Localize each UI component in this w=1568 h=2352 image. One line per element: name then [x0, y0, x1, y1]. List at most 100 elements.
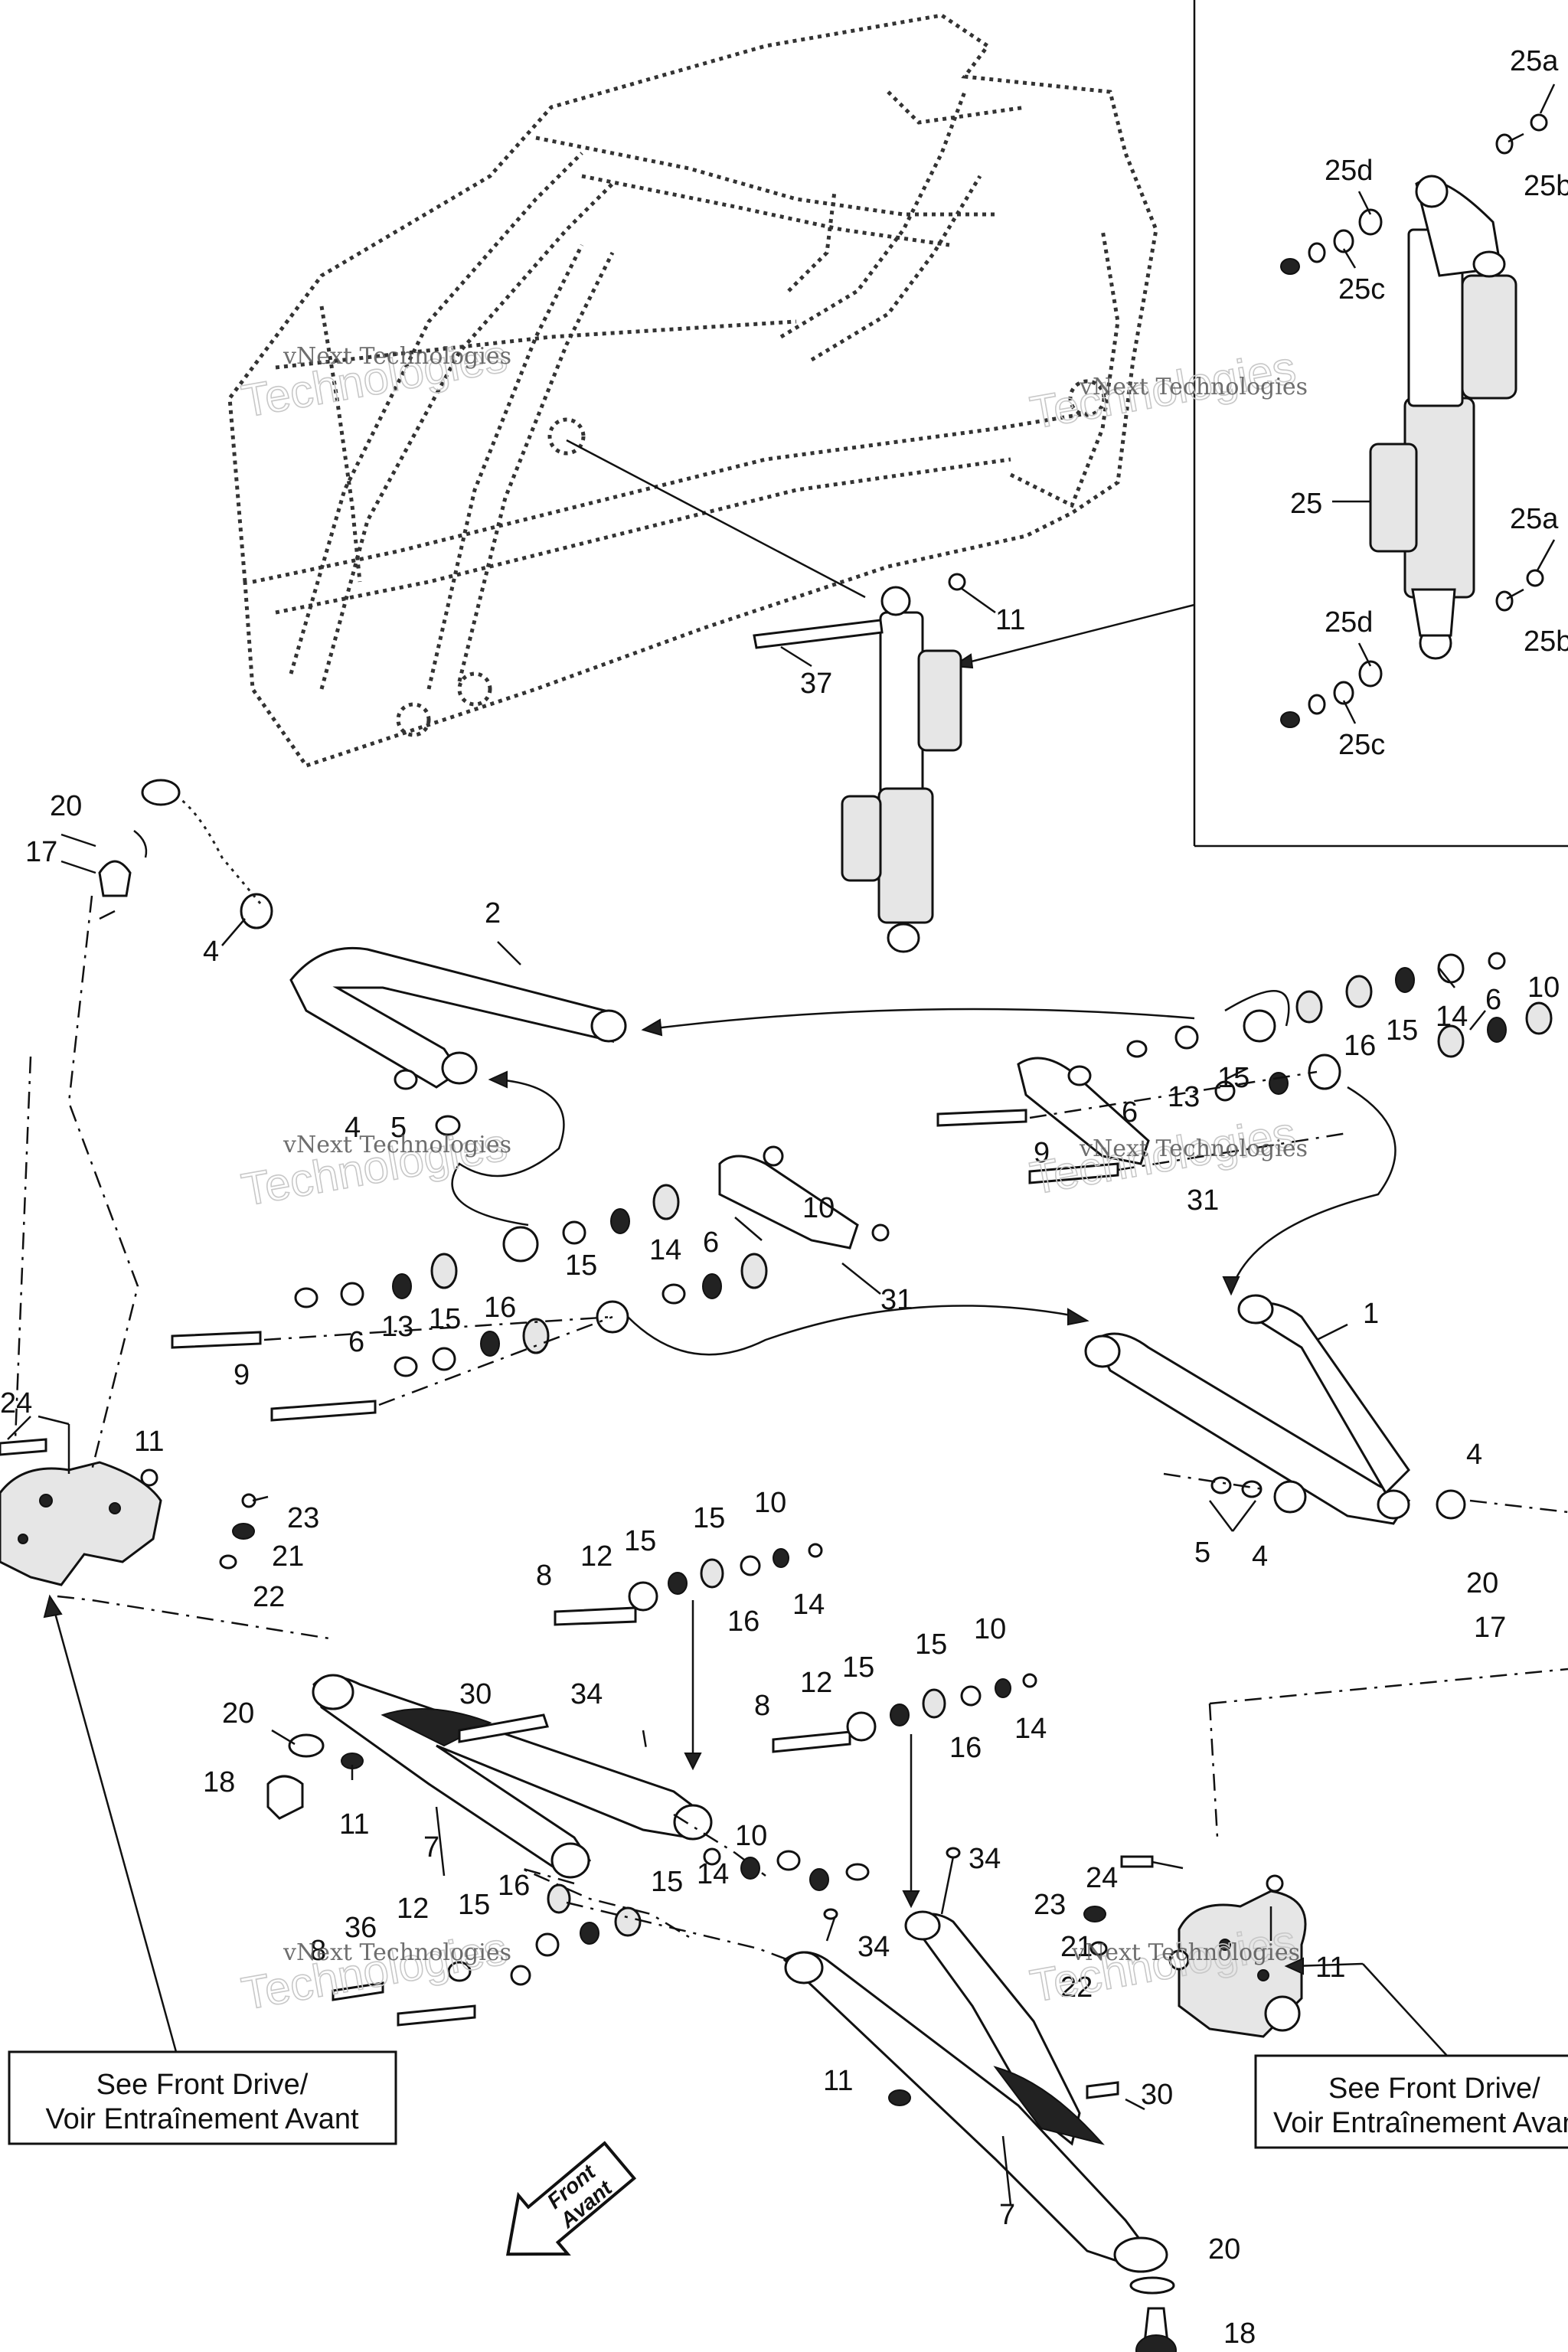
callout-label: 12	[800, 1667, 832, 1699]
callout-label: 6	[703, 1227, 719, 1259]
callout-label: 25c	[1338, 273, 1385, 305]
lower-right-arm	[782, 1847, 1177, 2352]
callout-label: 13	[1168, 1081, 1200, 1113]
callout-label: 22	[253, 1581, 285, 1613]
callout-label: 25b	[1524, 170, 1568, 202]
callout-label: 23	[287, 1502, 319, 1534]
callout-label: 25a	[1510, 503, 1559, 535]
callout-labels: 25a 25b 25d 25c 25 25a 25b 25d 25c 11 37…	[0, 45, 1568, 2350]
callout-label: 15	[1386, 1014, 1418, 1047]
callout-label: 16	[1344, 1030, 1376, 1062]
shock-absorber-detail	[1369, 175, 1517, 660]
shock-detail-box	[950, 0, 1568, 848]
callout-label: 2	[485, 897, 501, 929]
callout-label: 6	[1122, 1096, 1138, 1129]
callout-label: 10	[802, 1192, 835, 1224]
callout-label: 10	[974, 1613, 1006, 1645]
callout-label: 10	[754, 1487, 786, 1519]
callout-label: 20	[1208, 2233, 1240, 2265]
callout-label: 15	[458, 1889, 490, 1921]
callout-label: 31	[880, 1284, 913, 1316]
front-direction-arrow: Front Avant	[506, 2141, 637, 2256]
callout-label: 25c	[1338, 729, 1385, 761]
callout-label: 11	[823, 2065, 853, 2097]
shock-absorber	[753, 573, 996, 953]
callout-label: 10	[1527, 972, 1560, 1004]
callout-label: 14	[1014, 1713, 1047, 1745]
callout-label: 15	[693, 1502, 725, 1534]
callout-label: 31	[1187, 1184, 1219, 1217]
callout-label: 11	[339, 1808, 369, 1841]
mid-left-hardware	[171, 1145, 1089, 1422]
callout-label: 12	[397, 1893, 429, 1925]
callout-label: 4	[203, 936, 219, 968]
callout-label: 6	[348, 1326, 364, 1358]
callout-label: 15	[915, 1628, 947, 1661]
callout-label: 25	[1290, 488, 1322, 520]
callout-label: 7	[999, 2199, 1015, 2231]
callout-label: 4	[345, 1112, 361, 1144]
watermark-text: vNext Technologies	[1079, 374, 1308, 400]
callout-label: 34	[858, 1931, 890, 1963]
vehicle-frame	[227, 13, 1158, 768]
callout-label: 37	[800, 668, 832, 700]
watermark-text: vNext Technologies	[1079, 1135, 1308, 1162]
callout-label: 25b	[1524, 626, 1568, 658]
callout-label: 16	[949, 1732, 982, 1764]
callout-label: 11	[1315, 1952, 1345, 1984]
left-knuckle	[0, 1415, 330, 1640]
callout-label: 15	[429, 1303, 461, 1335]
lower-left-arm	[266, 1600, 766, 1939]
right-knuckle	[1083, 1668, 1568, 2038]
left-ball-joint	[14, 895, 139, 1471]
lower-left-hardware	[554, 1543, 1037, 1909]
callout-label: 15	[624, 1525, 656, 1557]
callout-label: 20	[222, 1697, 254, 1730]
callout-label: 34	[969, 1843, 1001, 1875]
callout-label: 36	[345, 1912, 377, 1944]
callout-label: 25d	[1325, 606, 1373, 639]
right-bracket-hardware	[936, 952, 1553, 1296]
callout-label: 25a	[1510, 45, 1559, 77]
callout-label: 4	[1466, 1439, 1482, 1471]
callout-label: 17	[1474, 1612, 1506, 1644]
callout-label: 8	[754, 1690, 770, 1722]
watermark-text: vNext Technologies	[283, 1132, 511, 1158]
callout-label: 24	[1086, 1862, 1118, 1894]
see-front-drive-box-right[interactable]: See Front Drive/ Voir Entraînement Avant	[1254, 1957, 1568, 2149]
box-line-1: See Front Drive/	[96, 2069, 309, 2101]
callout-label: 21	[1060, 1931, 1093, 1963]
callout-label: 23	[1034, 1889, 1066, 1921]
callout-label: 9	[234, 1359, 250, 1391]
callout-label: 17	[25, 836, 57, 868]
callout-label: 14	[649, 1234, 681, 1266]
box-line-2: Voir Entraînement Avant	[1273, 2107, 1568, 2139]
callout-label: 20	[50, 790, 82, 822]
callout-label: 30	[1141, 2079, 1173, 2111]
callout-label: 10	[735, 1820, 767, 1852]
shock-top-hardware	[1280, 113, 1548, 275]
callout-label: 14	[697, 1858, 729, 1890]
callout-label: 8	[310, 1935, 326, 1967]
callout-label: 30	[459, 1678, 492, 1710]
callout-label: 16	[484, 1292, 516, 1324]
callout-label: 14	[1436, 1001, 1468, 1033]
callout-label: 15	[565, 1250, 597, 1282]
watermark-text: vNext Technologies	[283, 1939, 511, 1966]
callout-label: 4	[1252, 1540, 1268, 1573]
callout-label: 15	[842, 1651, 874, 1684]
callout-label: 1	[1363, 1298, 1379, 1330]
callout-label: 11	[134, 1426, 164, 1458]
callout-label: 6	[1485, 984, 1501, 1016]
callout-label: 14	[792, 1589, 825, 1621]
callout-label: 5	[1194, 1537, 1210, 1569]
shock-bottom-hardware	[1280, 569, 1544, 728]
lower-right-hardware	[332, 1847, 870, 2027]
callout-label: 20	[1466, 1567, 1498, 1599]
box-line-1: See Front Drive/	[1328, 2073, 1540, 2105]
callout-label: 22	[1060, 1971, 1093, 2004]
watermark-text: vNext Technologies	[283, 343, 511, 370]
see-front-drive-box-left[interactable]: See Front Drive/ Voir Entraînement Avant	[8, 1594, 397, 2145]
upper-left-arm	[60, 779, 1195, 1227]
